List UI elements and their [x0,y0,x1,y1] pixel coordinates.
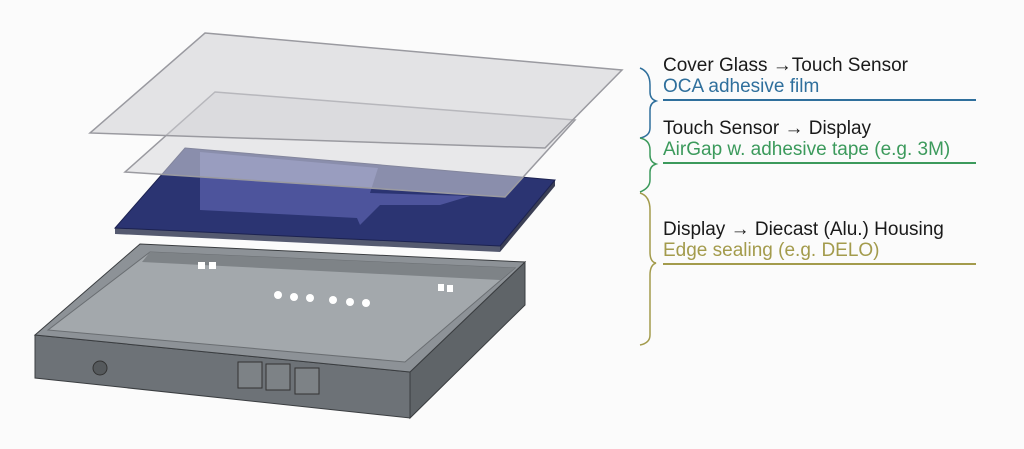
brace-edge-sealing [639,192,657,346]
brace-airgap [639,137,659,193]
divider [663,263,976,265]
layer-1-subtitle: OCA adhesive film [663,76,820,97]
layer-2-subtitle: AirGap w. adhesive tape (e.g. 3M) [663,139,951,160]
layer-2-title: Touch Sensor → Display [663,118,872,139]
layer-3-subtitle: Edge sealing (e.g. DELO) [663,240,880,261]
divider [663,162,976,164]
layer-3-title: Display → Diecast (Alu.) Housing [663,219,944,240]
divider [663,99,976,101]
diecast-housing [33,243,527,420]
brace-oca [639,67,659,139]
layer-1-title: Cover Glass →Touch Sensor [663,55,908,76]
cover-glass [88,32,624,149]
